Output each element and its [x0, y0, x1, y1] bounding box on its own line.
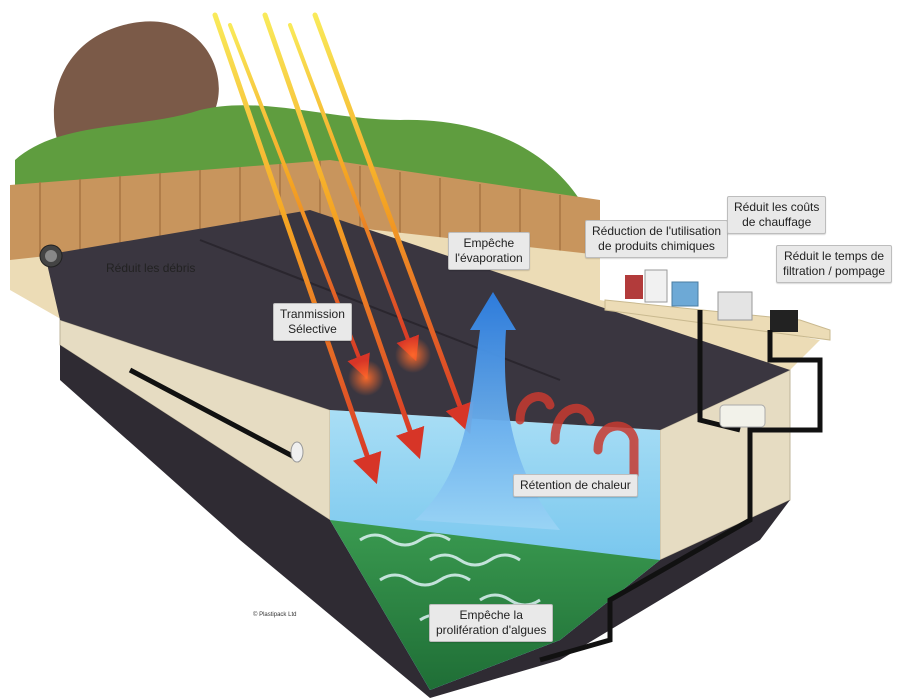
- copyright-note: © Plastipack Ltd: [253, 612, 297, 618]
- cover-roller: [39, 244, 63, 268]
- label-heat-retention: Rétention de chaleur: [513, 474, 638, 497]
- inlet-fitting: [290, 441, 304, 463]
- sun-rays: [212, 12, 474, 485]
- label-algae: Empêche la prolifération d'algues: [429, 604, 554, 642]
- evaporation-arrow: [415, 292, 560, 530]
- label-selective-transmission: Tranmission Sélective: [273, 303, 352, 341]
- label-filtration: Réduit le temps de filtration / pompage: [776, 245, 893, 283]
- label-debris: Réduit les débris: [106, 261, 196, 275]
- label-chemicals: Réduction de l'utilisation de produits c…: [585, 220, 729, 258]
- label-evaporation: Empêche l'évaporation: [448, 232, 530, 270]
- skimmer: [719, 404, 766, 428]
- chemicals-bottle: [625, 275, 643, 299]
- heater-unit: [717, 291, 753, 321]
- pump-unit: [770, 310, 798, 332]
- label-heating-costs: Réduit les coûts de chauffage: [727, 196, 827, 234]
- heat-glow: [395, 337, 431, 373]
- heat-glow: [348, 360, 384, 396]
- heat-retention-arrows: [515, 392, 639, 480]
- pool-cover: [45, 210, 790, 430]
